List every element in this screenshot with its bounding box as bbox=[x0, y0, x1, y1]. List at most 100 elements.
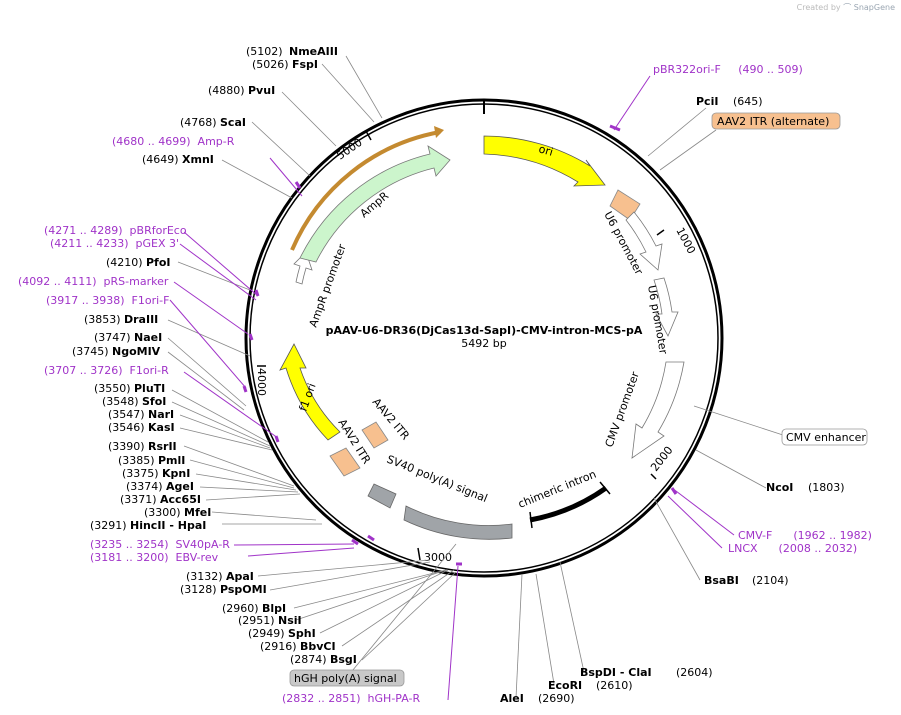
primer-label[interactable]: (4680 .. 4699) Amp-R bbox=[112, 135, 235, 148]
site-num: (3747) bbox=[94, 331, 131, 344]
site-num: (3546) bbox=[108, 421, 145, 434]
ampr-arrow[interactable] bbox=[299, 145, 451, 263]
primer-label[interactable]: (3235 .. 3254) SV40pA-R bbox=[90, 538, 230, 551]
site-num: (4210) bbox=[106, 256, 143, 269]
tick-marks bbox=[257, 130, 665, 561]
sv40-polya-small-box[interactable] bbox=[367, 483, 397, 509]
site-num: (3128) bbox=[180, 583, 217, 596]
site-num: (3853) bbox=[84, 313, 121, 326]
site-num: (3547) bbox=[108, 408, 145, 421]
site-name[interactable]: DraIII bbox=[124, 313, 158, 326]
site-num: (4649) bbox=[142, 153, 179, 166]
site-num: (3375) bbox=[122, 467, 159, 480]
primer-label[interactable]: (3181 .. 3200) EBV-rev bbox=[90, 551, 219, 564]
site-name[interactable]: PluTI bbox=[134, 382, 165, 395]
site-name[interactable]: KasI bbox=[148, 421, 175, 434]
site-name[interactable]: HincII - HpaI bbox=[130, 519, 206, 532]
site-labels-right: PciI (645) NcoI (1803) BsaBI (2104) BspD… bbox=[500, 95, 845, 705]
site-name[interactable]: PvuI bbox=[248, 84, 275, 97]
site-name[interactable]: ApaI bbox=[226, 570, 254, 583]
site-name[interactable]: PfoI bbox=[146, 256, 171, 269]
aav2-itr-box-2[interactable] bbox=[329, 447, 361, 477]
tick-label: 2000 bbox=[648, 444, 675, 474]
site-name[interactable]: AgeI bbox=[166, 480, 194, 493]
tick-label: 3000 bbox=[424, 551, 452, 564]
primer-label[interactable]: (2832 .. 2851) hGH-PA-R bbox=[282, 692, 420, 705]
site-num: (3385) bbox=[118, 454, 155, 467]
site-num: (2949) bbox=[248, 627, 285, 640]
site-num: (2951) bbox=[238, 614, 275, 627]
site-name[interactable]: NaeI bbox=[134, 331, 162, 344]
site-name[interactable]: BsaBI bbox=[704, 574, 739, 587]
primer-label[interactable]: pBR322ori-F (490 .. 509) bbox=[653, 63, 803, 76]
site-num: (3550) bbox=[94, 382, 131, 395]
site-num: (3300) bbox=[144, 506, 181, 519]
cmv-enhancer-callout[interactable] bbox=[781, 428, 868, 446]
plasmid-name: pAAV-U6-DR36(DjCas13d-SapI)-CMV-intron-M… bbox=[326, 324, 643, 337]
site-name[interactable]: BbvCI bbox=[300, 640, 336, 653]
site-name[interactable]: SfoI bbox=[142, 395, 166, 408]
primer-label[interactable]: CMV-F (1962 .. 1982) bbox=[738, 529, 872, 542]
cmv-promoter-arrow[interactable] bbox=[631, 361, 685, 459]
site-name[interactable]: PmlI bbox=[158, 454, 185, 467]
site-num: (3548) bbox=[102, 395, 139, 408]
site-num: (3745) bbox=[72, 345, 109, 358]
site-num: (3374) bbox=[126, 480, 163, 493]
site-name[interactable]: AleI bbox=[500, 692, 524, 705]
primer-label[interactable]: (4092 .. 4111) pRS-marker bbox=[18, 275, 169, 288]
primer-label[interactable]: (3917 .. 3938) F1ori-F bbox=[46, 294, 169, 307]
site-name[interactable]: BlpI bbox=[262, 602, 286, 615]
site-name[interactable]: BspDI - ClaI bbox=[580, 666, 652, 679]
site-num: (645) bbox=[733, 95, 763, 108]
site-num: (3371) bbox=[120, 493, 157, 506]
plasmid-length: 5492 bp bbox=[461, 337, 506, 350]
cmv-enhancer-text: CMV enhancer bbox=[786, 431, 866, 444]
f1-ori-arrow[interactable] bbox=[279, 343, 341, 441]
site-num: (5102) bbox=[246, 45, 283, 58]
site-name[interactable]: XmnI bbox=[182, 153, 214, 166]
orange-feature-arc bbox=[290, 130, 441, 251]
site-num: (2610) bbox=[596, 679, 633, 692]
orange-feature-arrowhead bbox=[434, 126, 444, 138]
primer-label[interactable]: (4271 .. 4289) pBRforEco bbox=[44, 224, 187, 237]
site-name[interactable]: NmeAIII bbox=[289, 45, 338, 58]
site-name[interactable]: RsrII bbox=[148, 440, 177, 453]
site-name[interactable]: FspI bbox=[292, 58, 318, 71]
snapgene-logo: ⌒ bbox=[843, 3, 852, 12]
hgh-polya-callout[interactable] bbox=[289, 669, 405, 687]
leader-lines bbox=[167, 55, 787, 699]
site-name[interactable]: EcoRI bbox=[548, 679, 582, 692]
site-num: (3132) bbox=[186, 570, 223, 583]
primer-label[interactable]: LNCX (2008 .. 2032) bbox=[728, 542, 857, 555]
site-name[interactable]: ScaI bbox=[220, 116, 246, 129]
site-name[interactable]: NgoMIV bbox=[112, 345, 161, 358]
hgh-polya-text: hGH poly(A) signal bbox=[294, 672, 397, 685]
aav2-itr-box-1[interactable] bbox=[361, 421, 389, 449]
site-num: (5026) bbox=[252, 58, 289, 71]
site-num: (4880) bbox=[208, 84, 245, 97]
site-name[interactable]: KpnI bbox=[162, 467, 190, 480]
chimeric-intron-label: chimeric intron bbox=[516, 468, 598, 511]
ori-label: ori bbox=[537, 142, 554, 158]
sv40-polya-label: SV40 poly(A) signal bbox=[385, 453, 489, 505]
credit-text: Created by bbox=[796, 3, 841, 12]
site-name[interactable]: NcoI bbox=[766, 481, 793, 494]
site-name[interactable]: BsgI bbox=[330, 653, 357, 666]
primer-label[interactable]: (3707 .. 3726) F1ori-R bbox=[44, 364, 169, 377]
ori-arrow[interactable] bbox=[483, 135, 606, 187]
site-name[interactable]: NarI bbox=[148, 408, 174, 421]
site-name[interactable]: Acc65I bbox=[160, 493, 201, 506]
site-name[interactable]: SphI bbox=[288, 627, 316, 640]
u6-promoter-arrow-2[interactable] bbox=[653, 277, 679, 337]
u6-promoter-arrow-1[interactable] bbox=[625, 211, 663, 271]
sv40-polya-bar[interactable] bbox=[403, 505, 513, 540]
site-name[interactable]: MfeI bbox=[184, 506, 211, 519]
chimeric-intron-bar[interactable] bbox=[529, 485, 608, 523]
site-name[interactable]: PciI bbox=[696, 95, 718, 108]
snapgene-credit: Created by ⌒ SnapGene bbox=[797, 2, 895, 13]
aav2-itr-alt-callout[interactable] bbox=[711, 112, 841, 130]
site-name[interactable]: PspOMI bbox=[220, 583, 267, 596]
site-num: (2916) bbox=[260, 640, 297, 653]
primer-label[interactable]: (4211 .. 4233) pGEX 3' bbox=[50, 237, 179, 250]
site-name[interactable]: NsiI bbox=[278, 614, 302, 627]
